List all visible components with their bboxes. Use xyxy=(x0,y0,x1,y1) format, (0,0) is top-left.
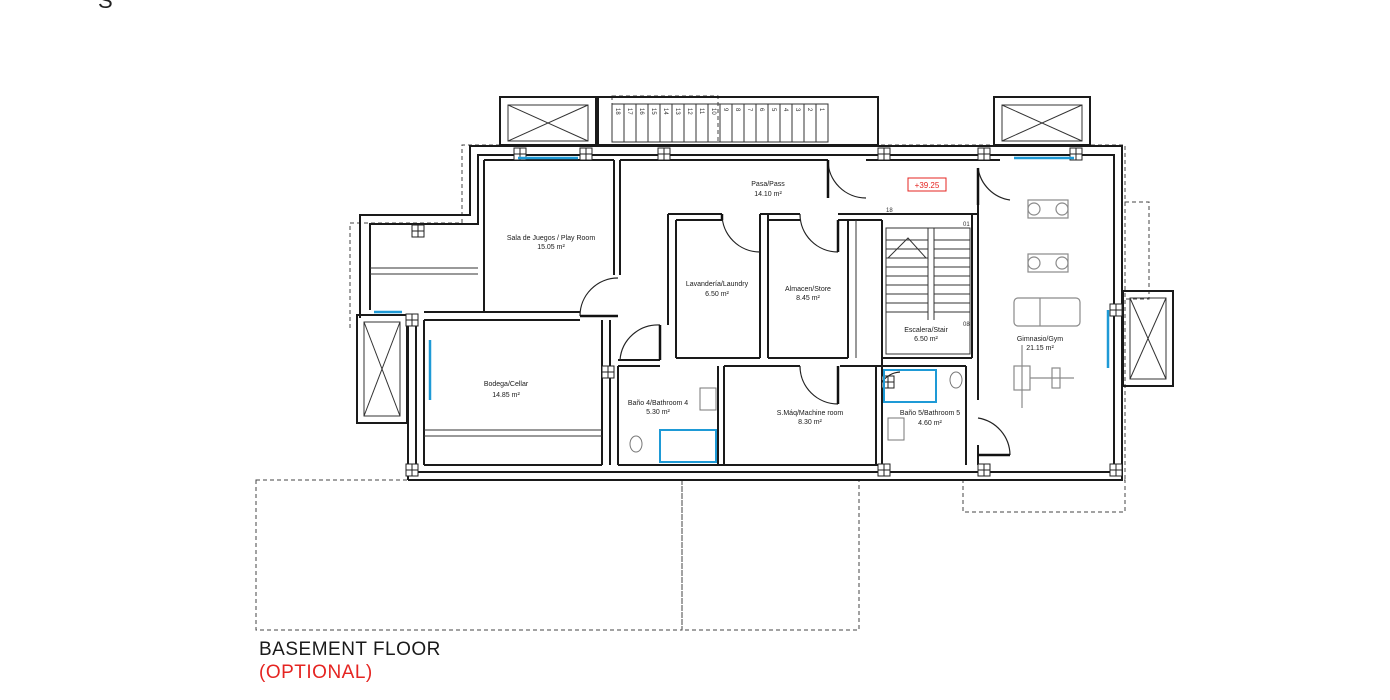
room-name-cellar: Bodega/Cellar xyxy=(484,381,529,388)
stair-step-number: 14 xyxy=(662,108,668,115)
room-name-bathroom-5: Baño 5/Bathroom 5 xyxy=(900,410,960,417)
stair-number-top-left: 18 xyxy=(886,208,893,214)
stair-step-number: 18 xyxy=(614,108,620,115)
stair-step-number: 13 xyxy=(674,108,680,115)
stair-step-number: 6 xyxy=(758,108,764,112)
stair-step-number: 16 xyxy=(638,108,644,115)
glazing xyxy=(374,156,1110,400)
plan-title: BASEMENT FLOOR xyxy=(259,639,441,660)
room-area-laundry: 6.50 m² xyxy=(705,291,729,298)
room-name-gym: Gimnasio/Gym xyxy=(1017,336,1063,343)
room-area-gym: 21.15 m² xyxy=(1026,345,1054,352)
stair-step-number: 15 xyxy=(650,108,656,115)
stair-step-number: 8 xyxy=(734,108,740,112)
stair-step-number: 3 xyxy=(794,108,800,112)
stair-number-bottom-right: 08 xyxy=(963,322,970,328)
room-name-play-room: Sala de Juegos / Play Room xyxy=(507,235,595,242)
stair-step-number: 4 xyxy=(782,108,788,112)
room-area-cellar: 14.85 m² xyxy=(492,392,520,399)
room-labels: Pasa/Pass 14.10 m² Sala de Juegos / Play… xyxy=(484,181,1063,427)
room-name-stair: Escalera/Stair xyxy=(904,327,948,334)
room-name-bathroom-4: Baño 4/Bathroom 4 xyxy=(628,400,688,407)
stair-step-number: 9 xyxy=(722,108,728,112)
room-name-store: Almacen/Store xyxy=(785,286,831,293)
external-stair: 18 17 16 15 14 13 12 11 10 9 8 7 6 5 4 3 2 1 xyxy=(597,96,879,146)
internal-stair: 18 01 08 xyxy=(885,208,971,355)
room-area-bathroom-4: 5.30 m² xyxy=(646,409,670,416)
corner-mark: S xyxy=(98,0,113,13)
room-name-machine-room: S.Máq/Machine room xyxy=(777,410,844,417)
stair-step-number: 17 xyxy=(626,108,632,115)
room-area-pass: 14.10 m² xyxy=(754,191,782,198)
level-marker-text: +39.25 xyxy=(915,181,940,190)
plan-note: (OPTIONAL) xyxy=(259,662,373,683)
room-name-pass: Pasa/Pass xyxy=(751,181,785,188)
room-area-store: 8.45 m² xyxy=(796,295,820,302)
room-area-machine-room: 8.30 m² xyxy=(798,419,822,426)
stair-step-number: 11 xyxy=(698,108,704,115)
doors xyxy=(579,159,1011,457)
stair-step-number: 5 xyxy=(770,108,776,112)
stair-step-number: 2 xyxy=(806,108,812,112)
stair-step-number: 12 xyxy=(686,108,692,115)
bathroom-fixtures xyxy=(629,369,963,463)
level-marker: +39.25 xyxy=(907,177,947,192)
level-marker-box xyxy=(907,177,947,192)
room-name-laundry: Lavandería/Laundry xyxy=(686,281,749,288)
room-area-stair: 6.50 m² xyxy=(914,336,938,343)
light-wells xyxy=(356,96,1174,424)
stair-step-number: 7 xyxy=(746,108,752,112)
room-area-play-room: 15.05 m² xyxy=(537,244,565,251)
room-area-bathroom-5: 4.60 m² xyxy=(918,420,942,427)
dashed-outlines xyxy=(255,95,1150,631)
stair-number-top-right: 01 xyxy=(963,222,970,228)
stair-step-number: 1 xyxy=(818,108,824,112)
stair-step-number: 10 xyxy=(710,108,716,115)
gym-equipment xyxy=(1013,199,1081,408)
